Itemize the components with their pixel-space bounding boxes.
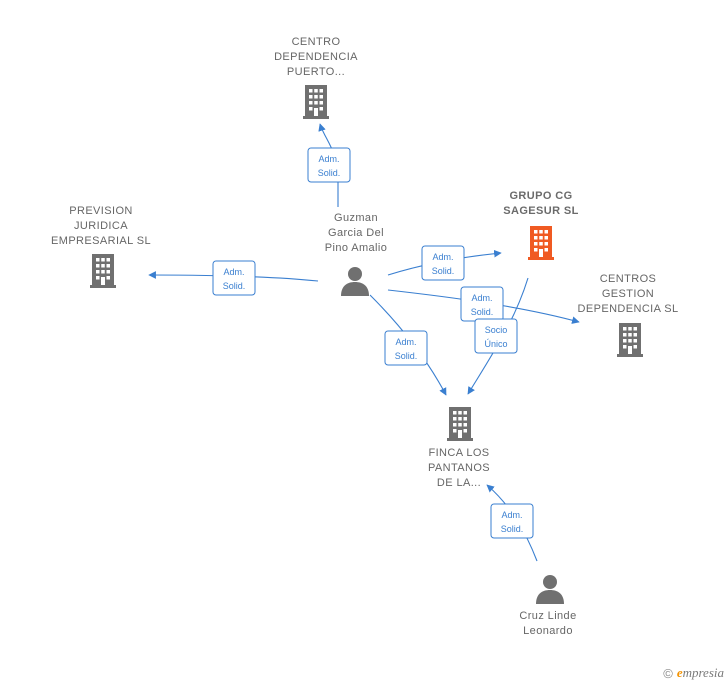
brand-logo-rest: mpresia (682, 665, 724, 680)
node-label-line: Guzman (334, 212, 378, 224)
edge-label-box (384, 330, 428, 366)
node-label-line: Pino Amalio (325, 242, 388, 254)
person-icon (536, 575, 564, 604)
edge-label-guzman-centro: Adm. Solid. (307, 147, 351, 183)
edge-label-line: Adm. (395, 337, 416, 347)
edge-label-box (307, 147, 351, 183)
building-icon (528, 226, 554, 260)
node-label-line: PREVISION (69, 205, 133, 217)
node-label-line: EMPRESARIAL SL (51, 235, 151, 247)
node-label-line: FINCA LOS (428, 447, 489, 459)
nodes-layer: CENTRO DEPENDENCIA PUERTO... PREVISION JURID… (51, 36, 678, 637)
node-label-line: CENTRO (292, 36, 341, 48)
edge-label-line: Socio (485, 325, 508, 335)
node-label-line: PANTANOS (428, 462, 490, 474)
edge-label-line: Adm. (318, 154, 339, 164)
edge-label-cruz-finca: Adm. Solid. (490, 503, 534, 539)
node-finca[interactable]: FINCA LOS PANTANOS DE LA... (428, 407, 490, 489)
node-label-line: Garcia Del (328, 227, 384, 239)
edge-label-box (474, 318, 518, 354)
node-label-line: GESTION (602, 288, 654, 300)
building-icon (617, 323, 643, 357)
brand-logo: empresia (677, 665, 724, 681)
node-label-line: DE LA... (437, 477, 481, 489)
node-label-line: Leonardo (523, 625, 573, 637)
node-label-line: SAGESUR SL (503, 205, 579, 217)
edge-label-line: Solid. (501, 524, 524, 534)
edge-label-guzman-centros: Adm. Solid. (460, 286, 504, 322)
brand-logo-initial: e (676, 665, 683, 680)
node-label-line: JURIDICA (74, 220, 128, 232)
node-label-line: Cruz Linde (519, 610, 576, 622)
building-icon (447, 407, 473, 441)
node-label-line: CENTROS (600, 273, 657, 285)
edge-label-line: Solid. (471, 307, 494, 317)
node-centros[interactable]: CENTROS GESTION DEPENDENCIA SL (578, 273, 679, 357)
node-grupo[interactable]: GRUPO CG SAGESUR SL (503, 190, 579, 260)
edge-label-line: Único (484, 339, 507, 349)
edge-label-line: Adm. (501, 510, 522, 520)
copyright-symbol: © (663, 665, 673, 681)
edge-label-guzman-finca: Adm. Solid. (384, 330, 428, 366)
node-label-line: DEPENDENCIA (274, 51, 358, 63)
edge-label-line: Adm. (432, 252, 453, 262)
node-label-line: DEPENDENCIA SL (578, 303, 679, 315)
node-label-line: PUERTO... (287, 66, 345, 78)
edge-label-line: Adm. (471, 293, 492, 303)
edge-label-box (421, 245, 465, 281)
edge-label-line: Solid. (395, 351, 418, 361)
building-icon (303, 85, 329, 119)
footer-brand: © empresia (663, 665, 724, 681)
node-label-line: GRUPO CG (509, 190, 572, 202)
edge-label-line: Adm. (223, 267, 244, 277)
edge-label-box (212, 260, 256, 296)
edge-label-guzman-prevision: Adm. Solid. (212, 260, 256, 296)
edge-labels-layer: Adm. Solid. Adm. Solid. Adm. Solid. Adm. Solid.… (212, 147, 534, 539)
edge-label-guzman-grupo: Adm. Solid. (421, 245, 465, 281)
edge-label-line: Solid. (432, 266, 455, 276)
node-centro[interactable]: CENTRO DEPENDENCIA PUERTO... (274, 36, 358, 119)
building-icon (90, 254, 116, 288)
edge-label-line: Solid. (318, 168, 341, 178)
person-icon (341, 267, 369, 296)
node-prevision[interactable]: PREVISION JURIDICA EMPRESARIAL SL (51, 205, 151, 288)
edge-label-box (490, 503, 534, 539)
edge-label-line: Solid. (223, 281, 246, 291)
